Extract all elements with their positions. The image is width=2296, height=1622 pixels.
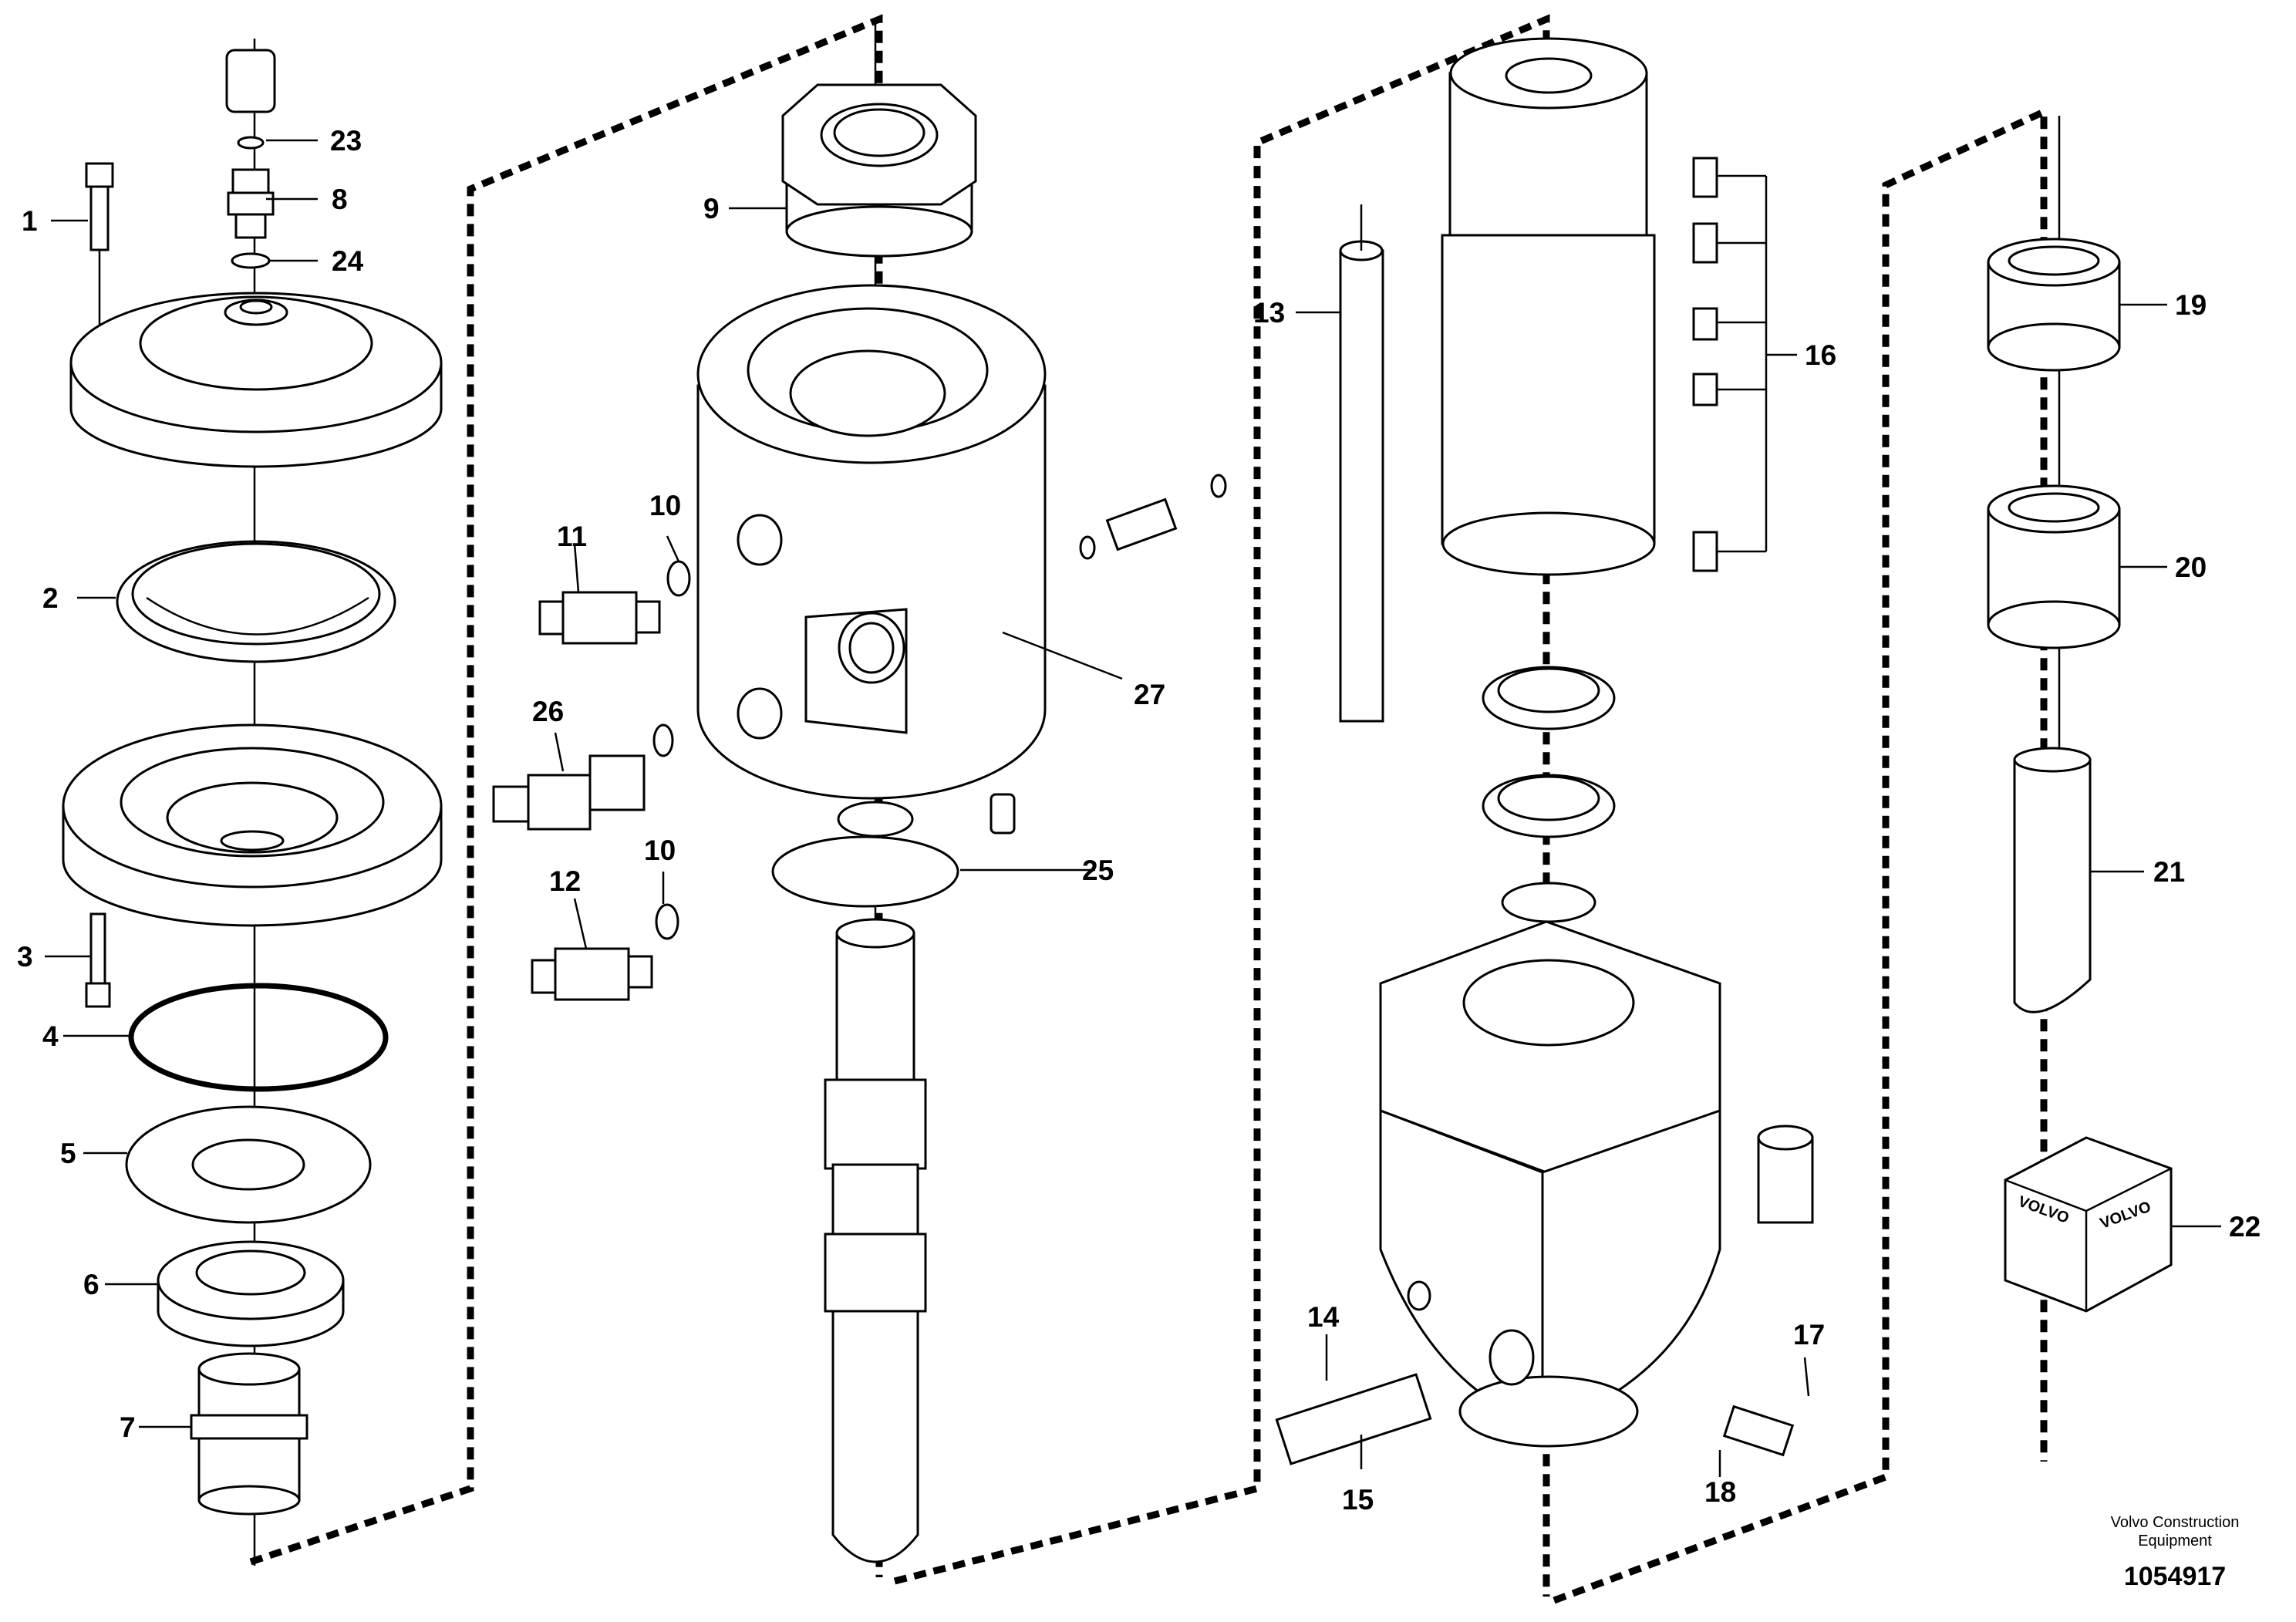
callout-10a: 10 <box>649 490 681 521</box>
part-6-bearing <box>157 1240 345 1347</box>
callout-16: 16 <box>1805 339 1836 371</box>
part-1-bolt <box>85 162 114 336</box>
part-11-fitting <box>538 560 691 645</box>
callout-8: 8 <box>332 184 348 215</box>
callout-11: 11 <box>557 521 587 552</box>
callout-numbers: 1 2 3 4 5 6 7 8 9 10 10 11 12 13 14 15 1… <box>17 125 2261 1516</box>
top-flange-cover <box>69 292 443 468</box>
callout-24: 24 <box>332 245 364 277</box>
seal-rings <box>1482 666 1616 923</box>
leader-lines <box>45 139 2221 1477</box>
part-24-seal <box>231 252 271 269</box>
callout-10b: 10 <box>644 835 676 866</box>
callout-27: 27 <box>1134 679 1165 710</box>
part-26-sensor <box>492 723 674 831</box>
part-27-housing <box>696 284 1047 800</box>
part-19-sleeve <box>1987 238 2121 372</box>
footer: Volvo Construction Equipment 1054917 <box>2111 1514 2240 1591</box>
callout-18: 18 <box>1704 1476 1736 1508</box>
callout-2: 2 <box>42 582 59 614</box>
valve-body <box>1379 920 1721 1448</box>
callout-4: 4 <box>42 1020 59 1052</box>
part-2-cup <box>116 540 396 663</box>
callout-22: 22 <box>2229 1211 2261 1243</box>
callout-9: 9 <box>703 193 720 224</box>
part-3-screw <box>85 912 111 1008</box>
left-stack <box>62 39 443 1566</box>
callout-23: 23 <box>330 125 362 157</box>
part-12-fitting <box>531 903 679 1001</box>
callout-6: 6 <box>83 1269 99 1300</box>
part-13-rod <box>1339 204 1384 723</box>
callout-13: 13 <box>1253 297 1285 329</box>
part-16-springs <box>1692 157 1718 572</box>
part-4-o-ring <box>128 983 389 1092</box>
valve-housing-group <box>492 19 1227 1563</box>
part-8-nipple <box>227 168 275 239</box>
callout-20: 20 <box>2175 551 2207 583</box>
callout-26: 26 <box>532 696 564 727</box>
spool <box>824 918 927 1563</box>
callout-15: 15 <box>1342 1484 1374 1516</box>
callout-1: 1 <box>22 205 38 237</box>
part-9-nut <box>781 83 977 258</box>
part-7-bushing <box>190 1352 308 1516</box>
housing-plug <box>990 793 1016 835</box>
part-20-collar <box>1987 484 2121 649</box>
part-25-seal <box>771 801 959 908</box>
nozzle-fitting <box>1757 1125 1814 1224</box>
part-5-washer <box>125 1105 372 1224</box>
callout-21: 21 <box>2153 856 2185 888</box>
part-23-plug <box>225 49 276 113</box>
right-stack: VOLVO VOLVO <box>1987 116 2173 1313</box>
document-number: 1054917 <box>2124 1562 2226 1591</box>
upper-sleeve <box>1441 37 1656 576</box>
callout-25: 25 <box>1082 855 1114 886</box>
part-21-plunger <box>2013 747 2092 1013</box>
callout-12: 12 <box>549 865 581 897</box>
part-15-pin <box>1275 1373 1432 1465</box>
bottom-flange <box>62 723 443 927</box>
credit-line-2: Equipment <box>2138 1533 2212 1549</box>
credit-line-1: Volvo Construction <box>2111 1514 2240 1531</box>
callout-7: 7 <box>120 1411 136 1443</box>
callout-3: 3 <box>17 941 33 973</box>
part-18-spring <box>1722 1404 1795 1457</box>
callout-19: 19 <box>2175 289 2207 321</box>
part-22-kit-box: VOLVO VOLVO <box>2004 1136 2173 1313</box>
callout-14: 14 <box>1307 1301 1340 1333</box>
side-plug-fitting <box>1079 474 1227 560</box>
callout-17: 17 <box>1793 1319 1825 1351</box>
callout-5: 5 <box>60 1138 76 1169</box>
valve-body-group <box>1275 37 1814 1465</box>
